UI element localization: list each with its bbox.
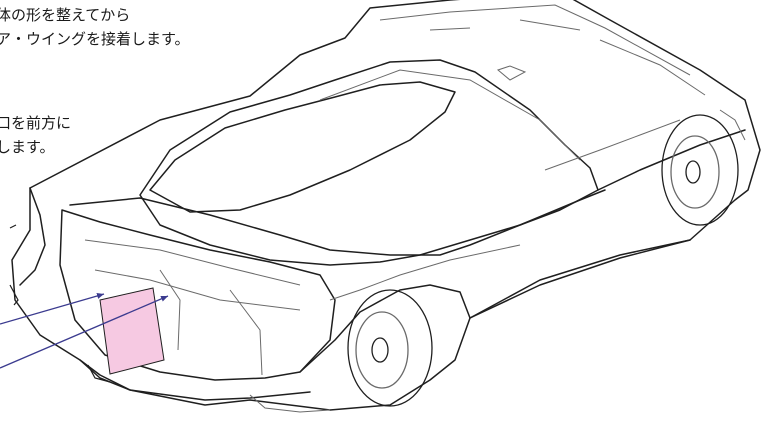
rear-window bbox=[149, 81, 456, 213]
car-body-icon bbox=[11, 0, 761, 411]
side-spoiler bbox=[19, 187, 46, 286]
license-plate-area-icon bbox=[99, 287, 165, 375]
bumper-tabs bbox=[9, 224, 111, 383]
detail-lines bbox=[84, 4, 746, 413]
roof-outline bbox=[139, 59, 599, 266]
rear-wheel-icon bbox=[347, 289, 433, 407]
instruction-line-2a: 口を前方に bbox=[0, 114, 72, 132]
rear-fender bbox=[299, 284, 471, 373]
front-wheel-icon bbox=[661, 114, 739, 226]
deck-lid bbox=[69, 189, 606, 256]
side-sill bbox=[469, 239, 691, 319]
side-line bbox=[597, 129, 746, 191]
leader-arrow-icon bbox=[0, 293, 169, 369]
instruction-line-2b: します。 bbox=[0, 138, 55, 156]
tail-panel bbox=[59, 209, 336, 381]
instruction-line-1a: 体の形を整えてから bbox=[0, 6, 131, 24]
instruction-line-1b: ア・ウイングを接着します。 bbox=[0, 30, 190, 48]
leader-arrow-lower bbox=[0, 295, 169, 369]
leader-arrow-upper bbox=[0, 293, 105, 325]
diffuser bbox=[79, 359, 311, 401]
instruction-block-1: 体の形を整えてから ア・ウイングを接着します。 bbox=[0, 3, 190, 51]
instruction-block-2: 口を前方に します。 bbox=[0, 111, 71, 159]
